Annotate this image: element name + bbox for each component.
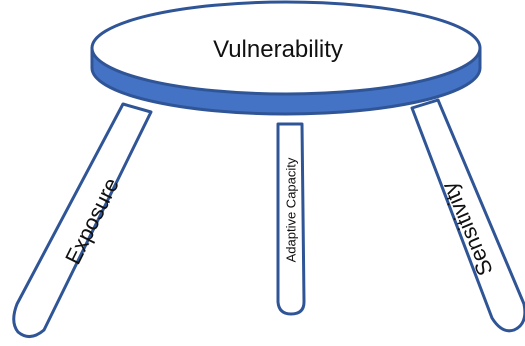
leg-adaptive-capacity	[276, 122, 306, 316]
seat-top	[90, 0, 482, 96]
legs	[12, 98, 525, 338]
leg-exposure	[12, 102, 153, 338]
seat-label: Vulnerability	[213, 36, 343, 63]
leg-label-adaptive-capacity: Adaptive Capacity	[284, 157, 299, 262]
seat	[90, 0, 482, 116]
